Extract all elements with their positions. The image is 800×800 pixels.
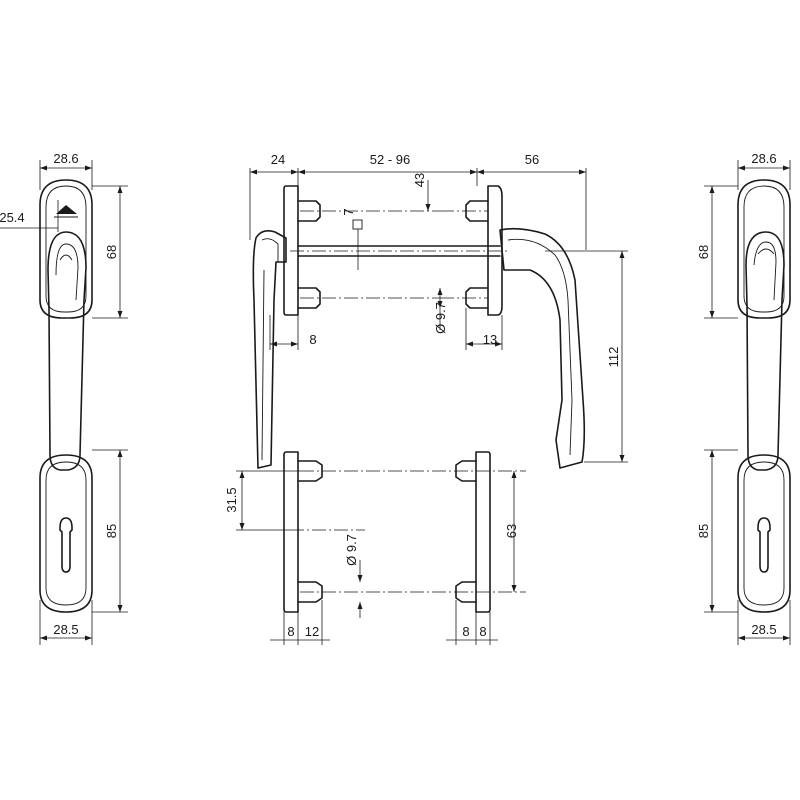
- dim-right-height-lower: 85: [696, 524, 711, 538]
- dim-bottom-a: 8: [287, 624, 294, 639]
- dim-rose-thickness: 8: [309, 332, 316, 347]
- dim-inner-rose: 13: [483, 332, 497, 347]
- dim-rose-depth: 24: [271, 152, 285, 167]
- dim-left-width-bottom: 28.5: [53, 622, 78, 637]
- keyhole-icon: [757, 517, 771, 573]
- dim-spindle-range: 52 - 96: [370, 152, 410, 167]
- dim-screw-spacing: 63: [504, 524, 519, 538]
- dim-square-spindle: 7: [341, 208, 356, 215]
- dim-left-height-upper: 68: [104, 245, 119, 259]
- dim-right-height-upper: 68: [696, 245, 711, 259]
- dim-right-width-bottom: 28.5: [751, 622, 776, 637]
- dim-offset-height: 31.5: [224, 487, 239, 512]
- dim-screw-distance: 43: [412, 173, 427, 187]
- brand-logo-icon: [56, 205, 77, 214]
- side-view: 24 52 - 96 56 43 7 Ø 9.7 8 13 112: [249, 152, 628, 469]
- keyhole-icon: [59, 517, 73, 573]
- dim-left-height-lower: 85: [104, 524, 119, 538]
- dim-handle-projection: 56: [525, 152, 539, 167]
- right-handle-back-view: 28.6 68 85 28.5: [696, 151, 791, 645]
- dim-left-offset: 25.4: [0, 210, 25, 225]
- dim-handle-length: 112: [606, 347, 621, 368]
- dim-left-width-top: 28.6: [53, 151, 78, 166]
- dim-bottom-screw-diameter: Ø 9.7: [344, 534, 359, 566]
- bottom-view: 31.5 Ø 9.7 63 8 12 8 8: [224, 451, 526, 645]
- dim-bottom-c: 8: [462, 624, 469, 639]
- left-handle-front-view: 28.6 25.4 68 85 28.5: [0, 151, 128, 645]
- dim-bottom-b: 12: [305, 624, 319, 639]
- dim-screw-diameter: Ø 9.7: [433, 302, 448, 334]
- dim-bottom-d: 8: [479, 624, 486, 639]
- dim-right-width-top: 28.6: [751, 151, 776, 166]
